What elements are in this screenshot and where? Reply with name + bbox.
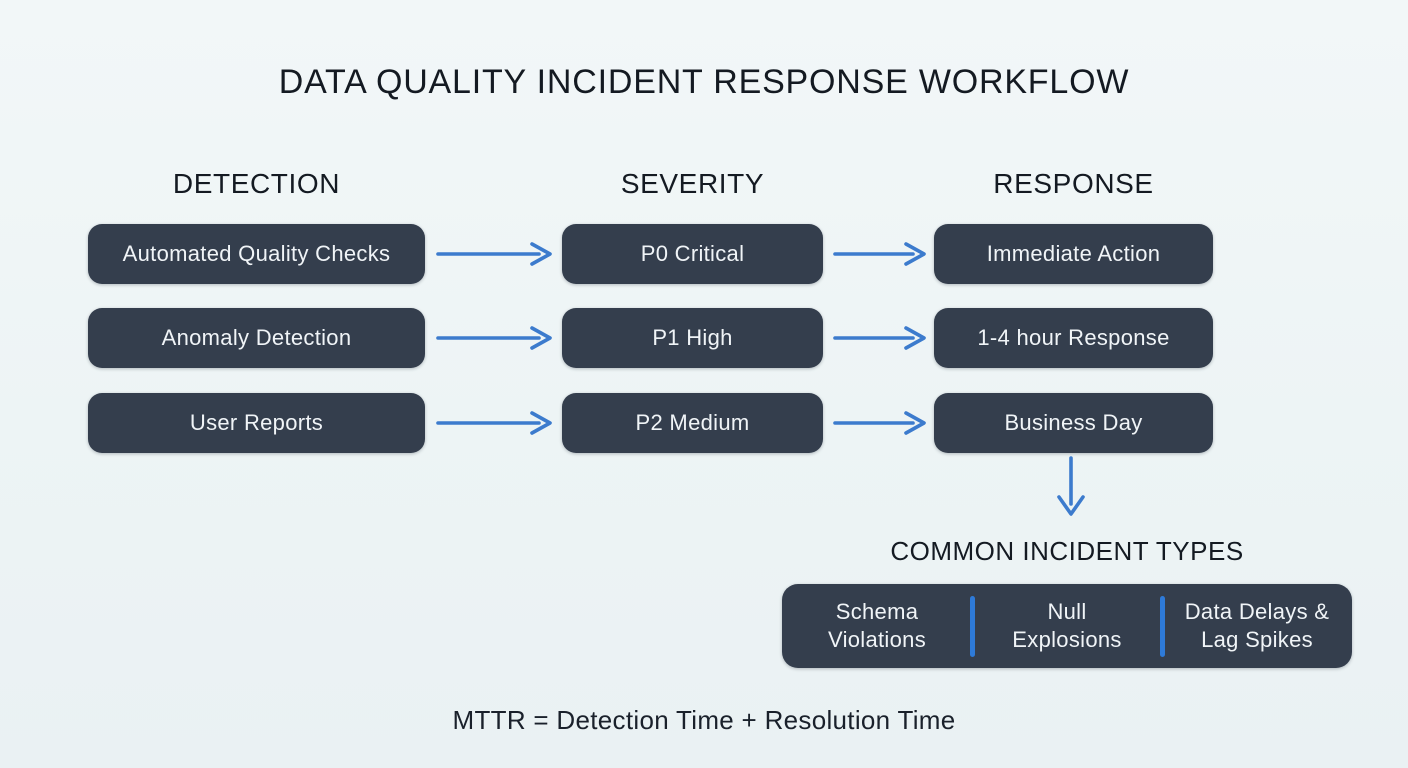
arrow-right-icon	[833, 323, 932, 353]
node-immediate-action: Immediate Action	[934, 224, 1213, 284]
node-p2-medium: P2 Medium	[562, 393, 823, 453]
node-p0-critical: P0 Critical	[562, 224, 823, 284]
incident-type-label-line: Null	[1047, 599, 1087, 624]
column-header-severity: SEVERITY	[620, 168, 765, 199]
node-business-day: Business Day	[934, 393, 1213, 453]
arrow-right-icon	[436, 408, 558, 438]
arrow-right-icon	[833, 408, 932, 438]
arrow-right-icon	[436, 323, 558, 353]
incident-types-box: Schema Violations Null Explosions Data D…	[782, 584, 1352, 668]
arrow-right-icon	[833, 239, 932, 269]
incident-type-label-line: Lag Spikes	[1201, 627, 1313, 652]
column-header-response: RESPONSE	[993, 168, 1154, 199]
incident-type-label-line: Schema	[835, 599, 919, 624]
divider	[970, 596, 975, 657]
mttr-formula: MTTR = Detection Time + Resolution Time	[452, 705, 956, 735]
node-p1-high: P1 High	[562, 308, 823, 368]
arrow-right-icon	[436, 239, 558, 269]
divider	[1160, 596, 1165, 657]
arrow-down-icon	[1053, 456, 1089, 522]
incident-type-label-line: Data Delays &	[1184, 599, 1330, 624]
incident-type-schema-violations: Schema Violations	[782, 584, 972, 668]
incident-type-data-delays: Data Delays & Lag Spikes	[1162, 584, 1352, 668]
node-1-4-hour-response: 1-4 hour Response	[934, 308, 1213, 368]
incident-types-heading: COMMON INCIDENT TYPES	[890, 536, 1244, 566]
node-automated-quality-checks: Automated Quality Checks	[88, 224, 425, 284]
page-title: DATA QUALITY INCIDENT RESPONSE WORKFLOW	[278, 63, 1130, 101]
node-anomaly-detection: Anomaly Detection	[88, 308, 425, 368]
incident-type-label-line: Explosions	[1012, 627, 1122, 652]
incident-type-null-explosions: Null Explosions	[972, 584, 1162, 668]
node-user-reports: User Reports	[88, 393, 425, 453]
column-header-detection: DETECTION	[172, 168, 341, 199]
incident-type-label-line: Violations	[828, 627, 926, 652]
